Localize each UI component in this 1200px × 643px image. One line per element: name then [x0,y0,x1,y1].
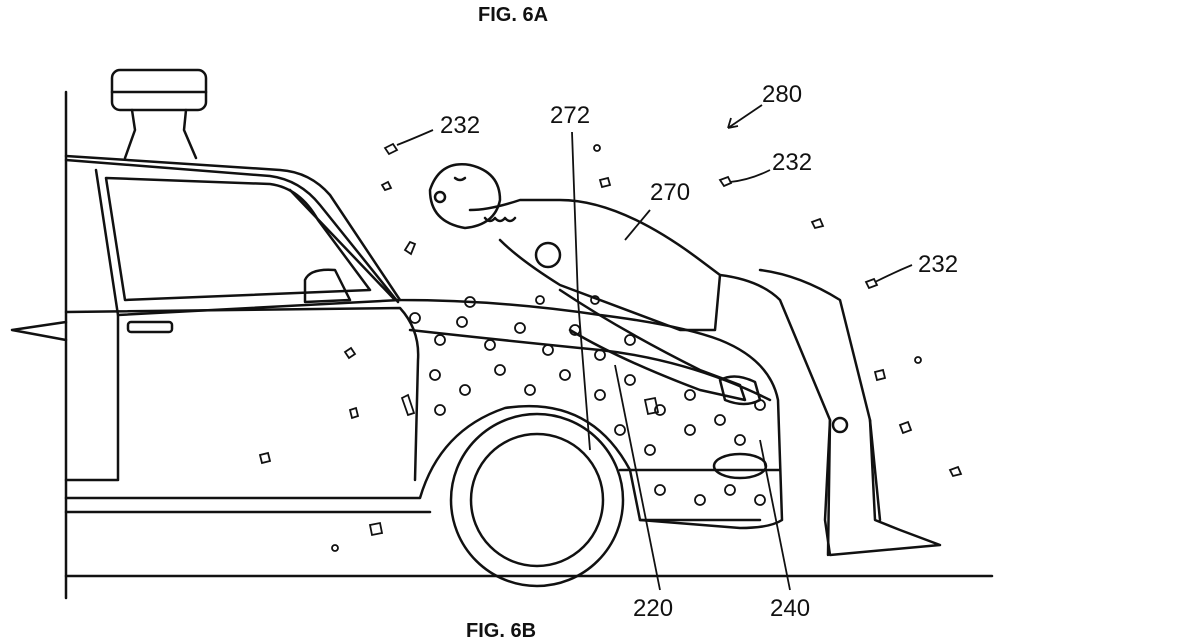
side-mirror-left [10,320,68,342]
pedestrian-figure [428,163,942,557]
headlight [712,452,768,480]
side-mirror [303,268,352,304]
vehicle [64,154,784,588]
roof-sensor [110,68,208,160]
leader-lines [396,104,913,591]
label-272: 272 [550,102,590,129]
label-240: 240 [770,595,810,622]
label-232-top-left: 232 [440,112,480,139]
label-232-top-right: 232 [772,149,812,176]
adhesive-dots [409,295,766,506]
figure-title-top: FIG. 6A [478,4,549,26]
adhesive-particles [258,142,963,552]
wheel-inner [469,432,605,568]
wheel-outer [449,412,625,588]
label-232-right: 232 [918,251,958,278]
label-270: 270 [650,179,690,206]
figure-title-bottom: FIG. 6B [466,620,537,642]
door-handle [126,320,174,334]
label-280: 280 [762,81,802,108]
label-220: 220 [633,595,673,622]
